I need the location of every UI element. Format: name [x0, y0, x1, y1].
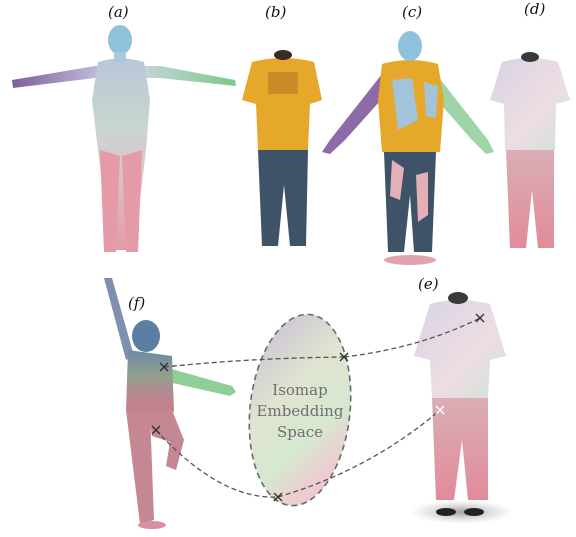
colored-clothing-d	[490, 52, 570, 248]
panel-label-c: (c)	[402, 3, 422, 21]
outstretched-arm-f	[168, 368, 236, 396]
foot-f	[138, 521, 166, 529]
head-c	[398, 31, 422, 61]
jeans-b	[258, 150, 308, 246]
shirt-print-b	[268, 72, 298, 94]
tshirt-b	[242, 58, 322, 150]
head-e	[448, 292, 468, 304]
left-arm-c	[322, 74, 388, 154]
head-a	[108, 25, 132, 55]
neck-a	[114, 52, 126, 62]
isomap-label-line1: Isomap	[272, 381, 327, 399]
panel-label-a: (a)	[108, 3, 129, 21]
pants-e	[432, 398, 488, 500]
posed-body-f	[104, 278, 236, 529]
raised-leg-f	[148, 410, 184, 470]
panel-label-e: (e)	[418, 275, 439, 293]
head-f	[132, 320, 160, 352]
shoe-left-e	[436, 508, 456, 516]
pants-d	[506, 150, 554, 248]
torso-f	[126, 350, 174, 412]
panel-label-f: (f)	[128, 294, 145, 312]
body-model-a	[12, 25, 236, 252]
clothed-scan-b	[242, 50, 322, 246]
head-b	[274, 50, 292, 60]
feet-c	[384, 255, 436, 265]
ground-shadow-e	[410, 500, 514, 524]
panel-label-d: (d)	[524, 0, 545, 18]
standing-leg-f	[126, 410, 154, 524]
head-d	[521, 52, 539, 62]
isomap-label-line3: Space	[277, 423, 323, 441]
raised-arm-f	[104, 278, 134, 360]
tshirt-e	[414, 300, 506, 398]
shoe-right-e	[464, 508, 484, 516]
tshirt-d	[490, 58, 570, 150]
panel-label-b: (b)	[265, 3, 286, 21]
isomap-label-line2: Embedding	[257, 402, 344, 420]
overlay-model-c	[322, 31, 494, 265]
